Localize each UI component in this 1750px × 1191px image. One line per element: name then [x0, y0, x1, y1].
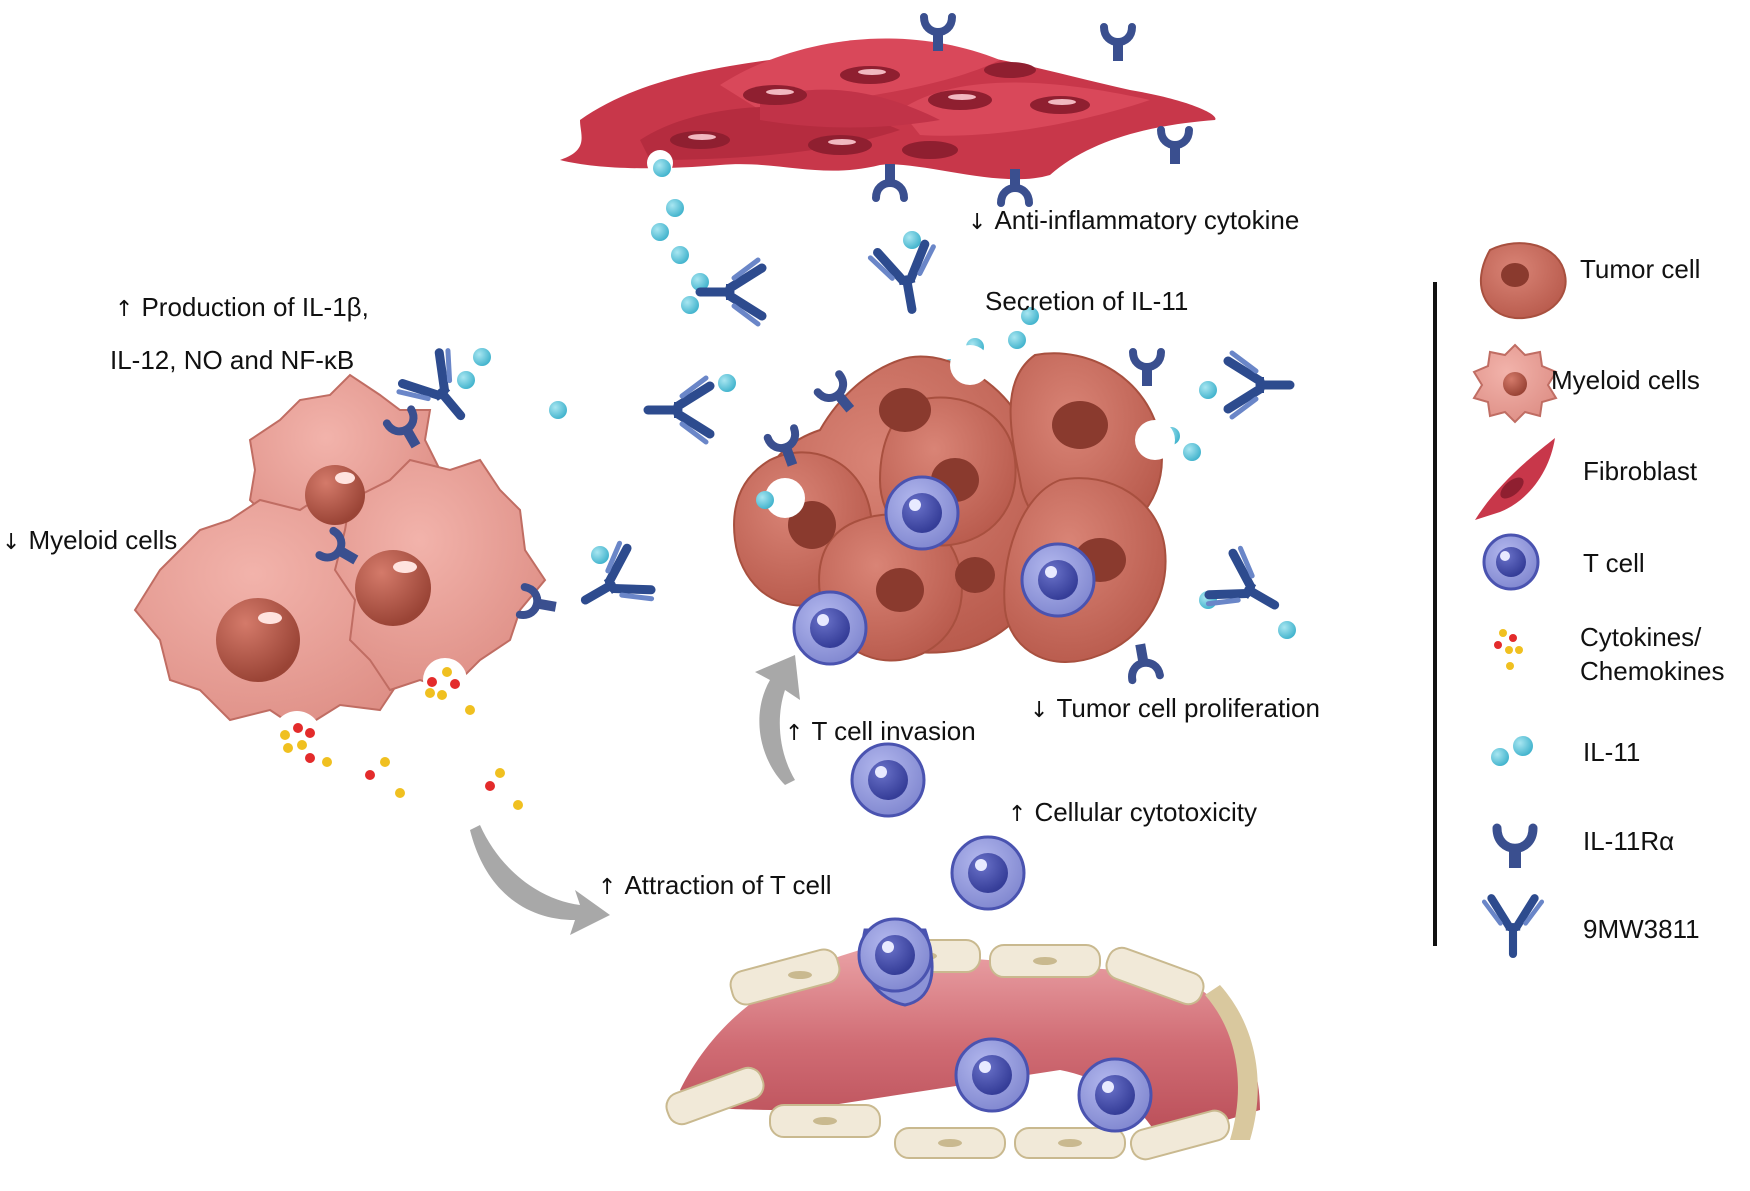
gray-arrows [470, 655, 800, 935]
label-t-cell-invasion: ↑T cell invasion [785, 716, 976, 746]
t-cells-migrating [850, 742, 1026, 911]
legend-label-tumor-cell: Tumor cell [1580, 254, 1701, 284]
label-tumor-proliferation: ↓Tumor cell proliferation [1030, 693, 1320, 723]
label-production-line1: ↑Production of IL-1β, [115, 292, 369, 322]
il11r-alpha-icon [1492, 823, 1538, 868]
legend-label-il11: IL-11 [1583, 737, 1641, 767]
fibroblast-icon [1475, 438, 1555, 520]
antibody-9mw3811-icon [1484, 898, 1542, 954]
legend-label-myeloid-cells: Myeloid cells [1551, 365, 1700, 395]
tumor-cluster [733, 345, 1175, 680]
legend-label-t-cell: T cell [1583, 548, 1645, 578]
legend [1433, 242, 1567, 954]
legend-label-cytokines: Cytokines/ [1580, 622, 1702, 652]
t-cell-icon [1482, 533, 1540, 591]
fibroblast-cluster [560, 17, 1216, 203]
cytokines-icon [1494, 629, 1523, 670]
il11-icon [1491, 736, 1533, 766]
label-myeloid-cells: ↓Myeloid cells [2, 525, 178, 555]
label-secretion-il11: Secretion of IL-11 [985, 286, 1189, 316]
legend-label-il11r-alpha: IL-11Rα [1583, 826, 1675, 856]
label-attraction-t-cell: ↑Attraction of T cell [598, 870, 832, 900]
legend-label-chemokines: Chemokines [1580, 656, 1725, 686]
legend-label-fibroblast: Fibroblast [1583, 456, 1698, 486]
label-cellular-cytotoxicity: ↑Cellular cytotoxicity [1008, 797, 1257, 827]
label-production-line2: IL-12, NO and NF-κB [110, 345, 355, 375]
blood-vessel [665, 917, 1260, 1161]
tumor-cell-icon [1480, 242, 1567, 320]
myeloid-cluster [133, 373, 558, 759]
myeloid-cell-icon [1472, 343, 1558, 424]
cytokines-chemokines [280, 667, 523, 810]
legend-label-9mw3811: 9MW3811 [1583, 914, 1700, 944]
label-anti-inflammatory: ↓Anti-inflammatory cytokine [968, 205, 1300, 235]
